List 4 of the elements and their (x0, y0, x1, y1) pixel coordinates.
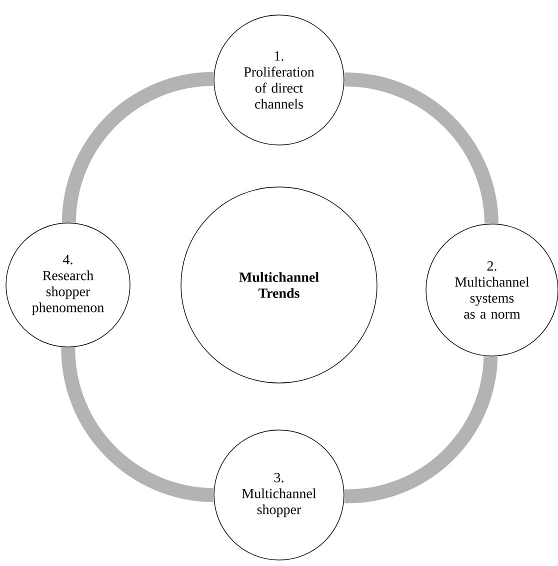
ring-arc (61, 346, 214, 502)
ring-arc (62, 72, 214, 224)
ring-arc (344, 356, 498, 504)
ring-arc (344, 72, 498, 224)
